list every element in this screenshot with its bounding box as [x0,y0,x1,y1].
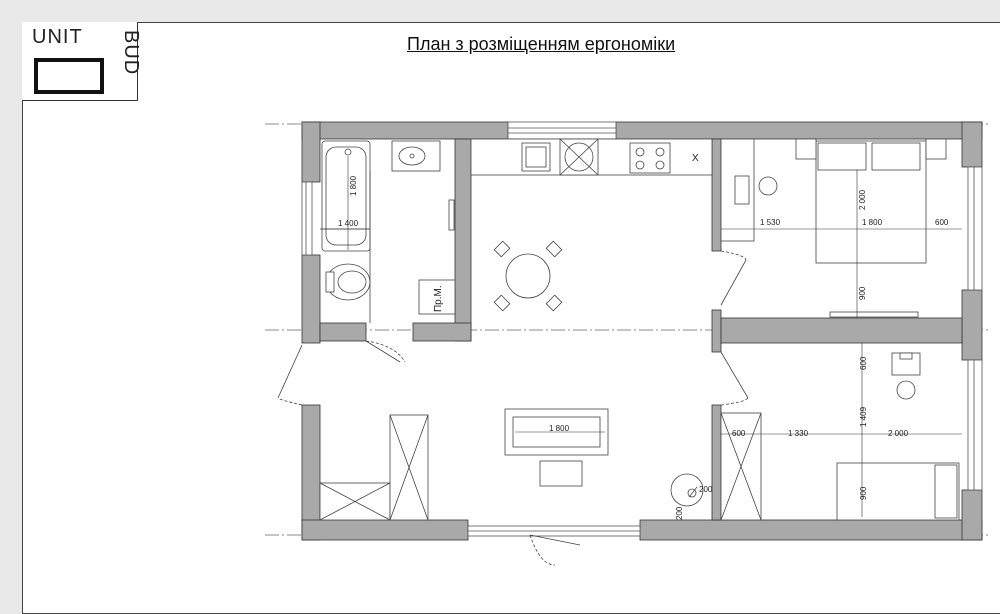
dim-sofa: 1 800 [549,424,570,433]
nightstand-2 [925,138,947,160]
dining-table [505,253,551,299]
wall-right-2 [961,289,983,361]
dim-bedroom1-desk: 1 530 [760,218,781,227]
dim-bath-width: 1 400 [338,219,359,228]
logo-unit-text: UNIT [32,26,83,48]
bath-shelf [448,199,455,231]
bedroom1-wall-shelf [829,311,919,318]
nightstand-1 [795,138,817,160]
dim-bedroom1-side: 600 [935,218,949,227]
turning-circle-icon [670,473,704,507]
bedroom1-fixtures [720,138,947,318]
burner-1-icon [635,147,645,157]
wall-bed-mid [711,309,722,353]
unitbud-logo: UNIT BUD [22,22,142,101]
monitor-2 [899,352,913,360]
wall-top-right [615,121,983,140]
wall-bed2-left [711,404,722,521]
office-chair-1 [758,176,778,196]
dim-bedroom2-wardrobe: 600 [732,429,746,438]
wall-bottom-right [639,519,983,541]
dim-turn-a: 200 [699,485,713,494]
living-fixtures [319,408,704,521]
dim-bedroom2-top: 600 [859,356,868,370]
dim-bedroom1-depth: 2 000 [858,189,867,210]
burner-4-icon [655,160,665,170]
window-bedroom2 [967,359,983,491]
dim-turn-b: 200 [675,506,684,520]
burner-3-icon [635,160,645,170]
pillow-1 [817,142,867,171]
dim-bedroom1-clear: 900 [858,286,867,300]
storage-cabinet [418,279,456,315]
dim-bedroom2-mid: 1 409 [859,406,868,427]
burner-2-icon [655,147,665,157]
bath-drain-icon [344,148,352,156]
door-swings [277,250,749,566]
wall-left-2 [301,254,321,344]
wall-bed-divider [720,317,963,344]
hood-label: X [692,153,699,164]
wall-left-1 [301,121,321,183]
wall-right-1 [961,121,983,168]
floor-plan: 1 800 1 400 Пр.М. X 2 000 1 530 1 800 60… [265,121,990,566]
windows [301,121,983,537]
monitor-1 [734,175,750,205]
toilet-tank [325,271,335,293]
sink-drain-icon [409,153,415,159]
cooktop [629,142,671,174]
walls [301,121,983,541]
wall-bath-bottom-2 [412,322,472,342]
bedroom2-fixtures [720,352,960,521]
wall-top-left [301,121,509,140]
dimension-lines [322,156,962,517]
chair-4 [545,294,563,312]
dim-bedroom2-bottom: 900 [859,486,868,500]
wall-bath-right [454,138,472,342]
plan-title: План з розміщенням ергономіки [407,34,676,54]
logo-box-icon [34,58,104,94]
kitchen-sink-basin [525,146,547,168]
wall-right-3 [961,489,983,541]
window-bedroom1 [967,166,983,291]
pillow-2 [871,142,921,171]
dim-bedroom1-bed: 1 800 [862,218,883,227]
dim-bedroom2-bed: 2 000 [888,429,909,438]
dim-bath-height: 1 800 [349,175,358,196]
chair-3 [493,294,511,312]
storage-label: Пр.М. [433,285,444,312]
window-bath [301,181,313,256]
office-chair-2 [896,380,916,400]
dining-set [493,240,563,312]
dim-bedroom2-clear: 1 330 [788,429,809,438]
coffee-table [539,460,583,487]
bedroom2-pillow [934,464,958,519]
wall-bed1-left [711,138,722,252]
chair-2 [545,240,563,258]
kitchen-fixtures [470,138,713,176]
window-kitchen [507,121,617,140]
chair-1 [493,240,511,258]
wall-bottom-left [301,519,469,541]
bathtub-inner [325,146,367,246]
logo-dot-icon [100,66,104,70]
wall-bath-bottom-1 [319,322,367,342]
toilet-bowl [337,270,367,294]
